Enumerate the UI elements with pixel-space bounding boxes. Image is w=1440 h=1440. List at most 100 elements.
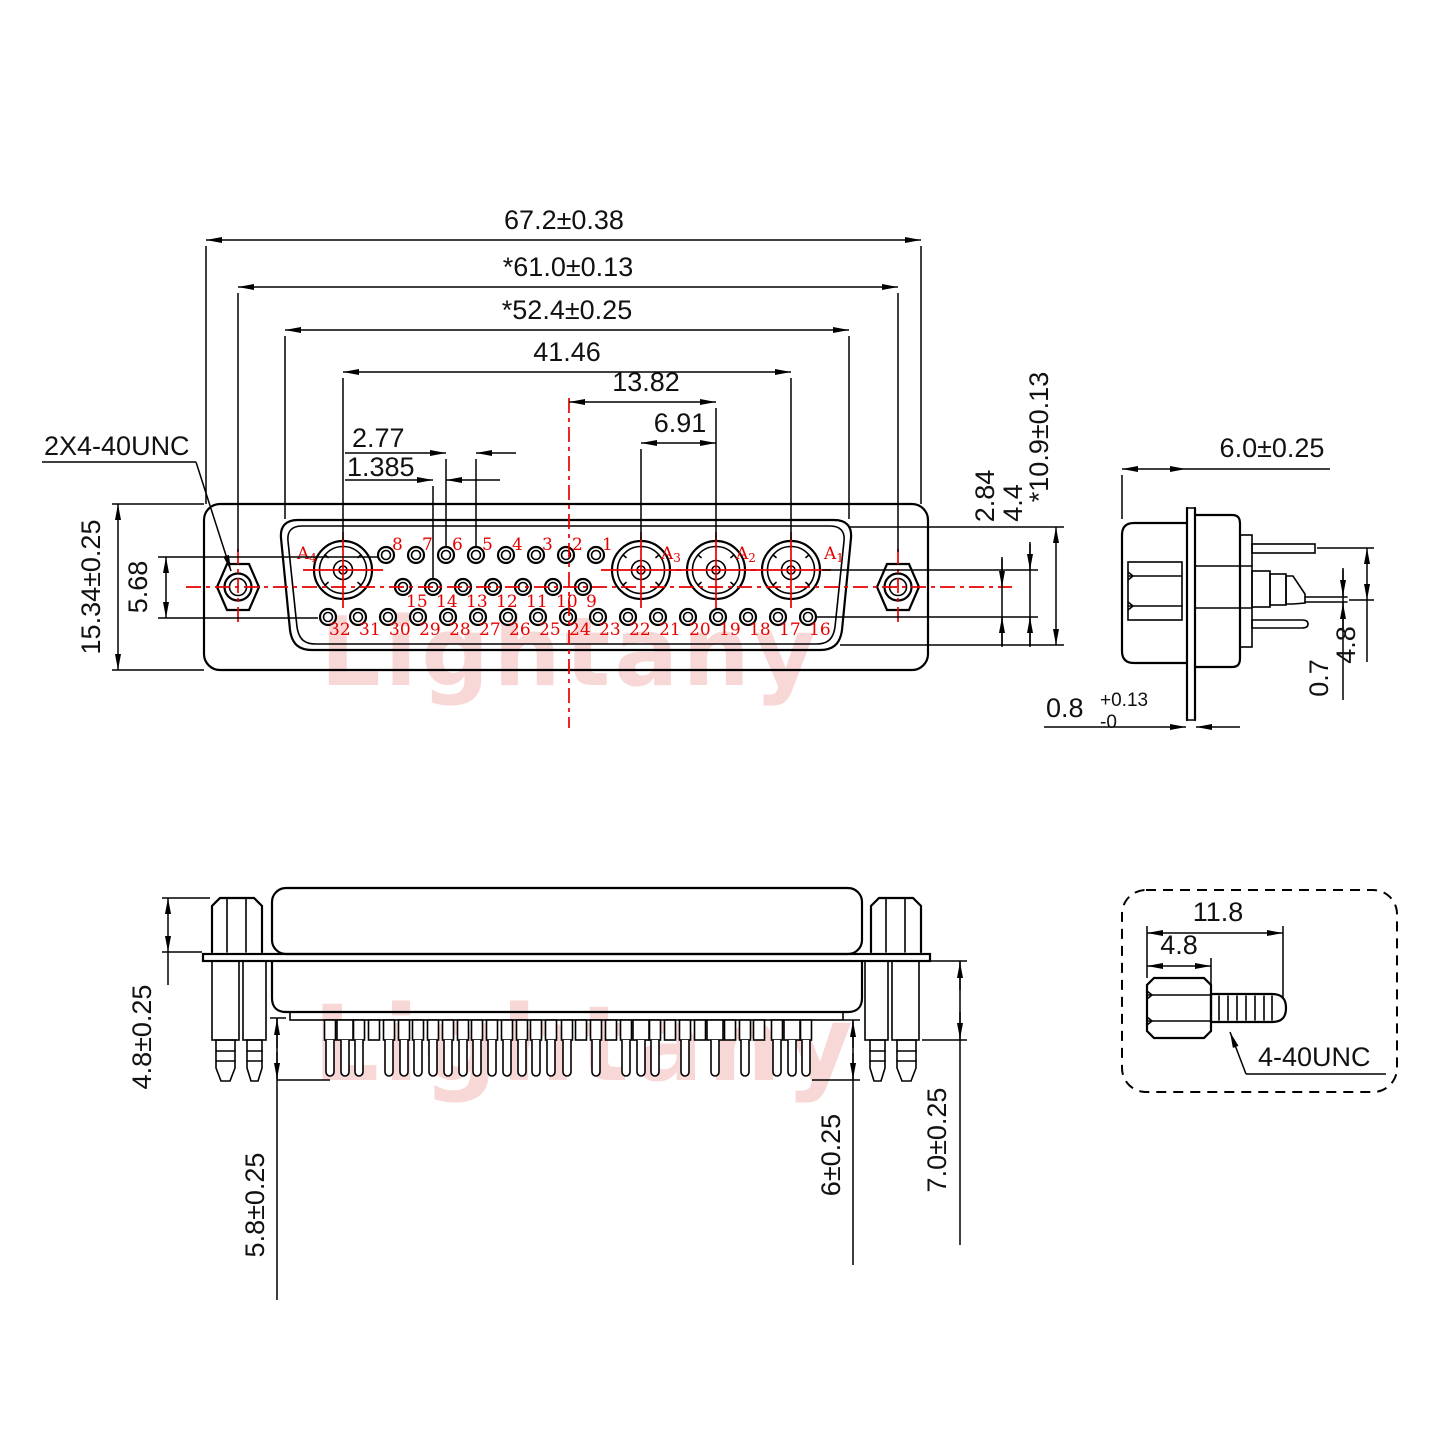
pin-hole — [322, 611, 334, 623]
pin-number: 2 — [572, 535, 583, 555]
screw-dimensions — [1146, 926, 1386, 1075]
coax-label: A3 — [660, 544, 681, 565]
side-dimensions — [1044, 466, 1374, 730]
tail-post — [441, 1019, 455, 1041]
solder-tail-pin — [591, 1039, 601, 1077]
pin-number: 29 — [419, 620, 441, 640]
pin-number: 24 — [569, 620, 591, 640]
pin-hole — [622, 611, 634, 623]
pin-number: 32 — [329, 620, 351, 640]
solder-tail-pin — [325, 1039, 335, 1077]
pin-number: 31 — [359, 620, 381, 640]
hex-nut-left-side — [210, 896, 264, 954]
tail-post — [574, 1019, 588, 1041]
tail-post — [485, 1019, 499, 1041]
solder-tails — [323, 1019, 813, 1077]
tail-post — [752, 1019, 766, 1041]
dim-shell-width: *52.4±0.25 — [502, 295, 632, 325]
mounting-plate — [201, 952, 932, 963]
solder-tail-pin — [517, 1039, 527, 1077]
dim-overall-width: 67.2±0.38 — [504, 205, 624, 235]
pin-hole — [772, 611, 784, 623]
coax-ring-tick — [357, 581, 362, 586]
coax-ring-tick — [324, 581, 329, 586]
side-coax-tail — [1194, 565, 1348, 609]
pin-number: 6 — [452, 535, 463, 555]
dim-plate-thickness: 0.8 — [1046, 693, 1084, 723]
dim-coax-span: 41.46 — [533, 337, 601, 367]
flange-outline — [202, 502, 930, 672]
tail-post — [632, 1019, 650, 1041]
coax-ring-tick — [772, 581, 777, 586]
pin-hole — [440, 549, 452, 561]
tail-post — [799, 1019, 813, 1041]
side-rear-block — [1193, 513, 1242, 669]
tail-post — [619, 1019, 633, 1041]
coax-ring-tick — [730, 581, 735, 586]
pin-hole — [500, 549, 512, 561]
side-insulator-edge — [1239, 534, 1253, 648]
pin-number: 30 — [389, 620, 411, 640]
pin-number: 26 — [509, 620, 531, 640]
hex-nut-right-side — [869, 896, 923, 954]
pin-number: 21 — [659, 620, 681, 640]
dim-pin-protrusion: 6±0.25 — [816, 1114, 846, 1196]
pin-number: 1 — [602, 535, 613, 555]
screw-geometry — [1145, 976, 1288, 1040]
pin-hole — [592, 611, 604, 623]
side-top-tail — [1251, 543, 1316, 554]
coax-ring-tick — [772, 554, 777, 559]
pin-hole — [590, 549, 602, 561]
tail-post — [706, 1019, 724, 1041]
solder-tail-pin — [546, 1039, 556, 1077]
tail-post — [529, 1019, 543, 1041]
solder-tail-pin — [472, 1039, 482, 1077]
dim-body-depth: 6.0±0.25 — [1220, 433, 1325, 463]
pin-hole — [412, 611, 424, 623]
solder-tail-pin — [487, 1039, 497, 1077]
pin-hole — [410, 549, 422, 561]
shell-inner — [287, 525, 845, 645]
dim-plate-tol-minus: -0 — [1100, 712, 1117, 733]
pin-number: 15 — [406, 592, 428, 612]
dim-center-to-coax: 13.82 — [612, 367, 680, 397]
pin-number: 25 — [539, 620, 561, 640]
coax-ring-tick — [655, 581, 660, 586]
solder-tail-pin — [636, 1039, 646, 1077]
bottom-dimensions — [162, 897, 967, 1300]
coax-ring-tick — [622, 554, 627, 559]
pin-hole — [380, 549, 392, 561]
coax-label: A2 — [735, 544, 756, 565]
pin-number: 22 — [629, 620, 651, 640]
solder-tail-pin — [428, 1039, 438, 1077]
side-lower-tail — [1251, 619, 1309, 629]
side-hex-standoff — [1127, 561, 1183, 621]
coax-ring-tick — [655, 554, 660, 559]
dim-screw-length: 11.8 — [1193, 897, 1244, 927]
pin-number: 3 — [542, 535, 553, 555]
solder-tail-pin — [710, 1039, 720, 1077]
pin-number: 17 — [779, 620, 801, 640]
pin-number: 11 — [526, 592, 548, 612]
screw-thread-label: 4-40UNC — [1258, 1042, 1371, 1072]
tail-post — [382, 1019, 396, 1041]
pin-hole — [442, 611, 454, 623]
coax-ring-tick — [622, 581, 627, 586]
coax-ring-tick — [730, 554, 735, 559]
pin-hole — [562, 611, 574, 623]
solder-tail-pin — [384, 1039, 394, 1077]
tail-post — [604, 1019, 618, 1041]
pin-hole — [470, 549, 482, 561]
pin-number: 14 — [436, 592, 458, 612]
solder-tail-pin — [621, 1039, 631, 1077]
solder-tail-pin — [531, 1039, 541, 1077]
thread-callout: 2X4-40UNC — [44, 431, 190, 461]
shell-outer — [279, 518, 853, 652]
tail-post — [336, 1019, 354, 1041]
dim-row-drop: 2.84 — [970, 470, 1000, 523]
tail-post — [367, 1019, 381, 1041]
dim-tail-pitch: 4.8 — [1331, 626, 1361, 664]
tail-post — [323, 1019, 337, 1041]
